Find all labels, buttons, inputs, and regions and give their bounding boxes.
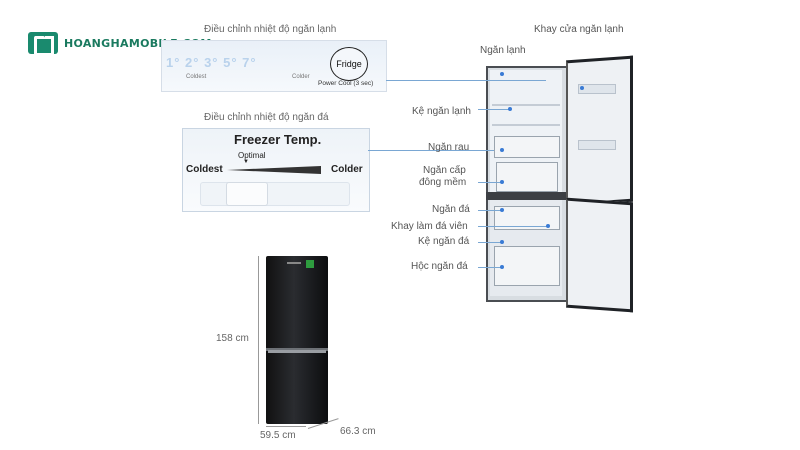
leader-line xyxy=(478,182,502,183)
width-dimension: 59.5 cm xyxy=(260,430,296,441)
closed-fridge-handle xyxy=(268,350,326,353)
freezer-scale-wedge xyxy=(227,166,321,174)
leader-line xyxy=(368,150,494,151)
label-khay-cua: Khay cửa ngăn lạnh xyxy=(534,24,624,35)
freezer-drawer xyxy=(494,246,560,286)
leader-line xyxy=(478,242,502,243)
depth-dimension: 66.3 cm xyxy=(340,426,376,437)
label-ngan-rau: Ngăn rau xyxy=(428,142,470,153)
power-cool-label: Power Cool (3 sec) xyxy=(318,80,374,87)
callout-dot xyxy=(546,224,550,228)
freezer-optimal-label: Optimal xyxy=(238,151,266,160)
label-ngan-lanh: Ngăn lạnh xyxy=(480,45,526,56)
freezer-slider-track[interactable] xyxy=(200,182,350,206)
leader-line xyxy=(478,109,510,110)
door-bin xyxy=(578,140,616,150)
freezer-slider-knob[interactable] xyxy=(226,182,268,206)
fridge-shelf xyxy=(492,104,560,106)
freezer-temp-caption: Điều chỉnh nhiệt độ ngăn đá xyxy=(204,112,329,123)
callout-dot xyxy=(508,107,512,111)
optimal-marker-icon: ▼ xyxy=(243,159,249,165)
callout-dot xyxy=(500,72,504,76)
label-khay-lam-da: Khay làm đá viên xyxy=(391,221,468,232)
label-ke-ngan-lanh: Kệ ngăn lạnh xyxy=(412,106,471,117)
label-hoc-ngan-da: Hộc ngăn đá xyxy=(411,261,468,272)
height-dimension: 158 cm xyxy=(216,333,249,344)
freezer-coldest-label: Coldest xyxy=(186,164,223,175)
width-dimension-line xyxy=(266,426,306,427)
height-dimension-line xyxy=(258,256,259,424)
fridge-divider xyxy=(486,192,570,200)
freezer-panel-title: Freezer Temp. xyxy=(234,132,322,147)
fridge-coldest-label: Coldest xyxy=(186,74,207,80)
fridge-button[interactable]: Fridge xyxy=(330,47,368,81)
freezer-colder-label: Colder xyxy=(331,164,363,175)
callout-dot xyxy=(580,86,584,90)
closed-fridge-split xyxy=(266,348,328,351)
leader-line xyxy=(478,226,548,227)
fridge-shelf xyxy=(492,124,560,126)
freezer-door xyxy=(566,197,633,313)
callout-dot xyxy=(500,208,504,212)
fridge-temp-scale: 1° 2° 3° 5° 7° xyxy=(166,55,257,70)
callout-dot xyxy=(500,240,504,244)
label-ngan-cap-dong-1: Ngăn cấp xyxy=(423,165,466,176)
door-bin xyxy=(578,84,616,94)
label-ke-ngan-da: Kệ ngăn đá xyxy=(418,236,470,247)
fridge-colder-label: Colder xyxy=(292,74,310,80)
label-ngan-cap-dong-2: đông mềm xyxy=(419,177,467,188)
fridge-button-label: Fridge xyxy=(336,59,362,69)
leader-line xyxy=(478,267,502,268)
soft-freeze-drawer xyxy=(496,162,558,192)
fridge-temp-caption: Điều chỉnh nhiệt độ ngăn lạnh xyxy=(204,24,337,35)
callout-dot xyxy=(500,265,504,269)
energy-label-icon xyxy=(306,260,314,268)
callout-dot xyxy=(500,180,504,184)
callout-dot xyxy=(500,148,504,152)
leader-line xyxy=(478,210,502,211)
leader-line xyxy=(386,80,546,81)
fridge-brand-badge xyxy=(287,262,301,264)
closed-fridge-body xyxy=(266,256,328,424)
fridge-door xyxy=(566,55,633,207)
label-ngan-da: Ngăn đá xyxy=(432,204,470,215)
brand-logo-icon xyxy=(28,32,58,56)
vegetable-drawer xyxy=(494,136,560,158)
